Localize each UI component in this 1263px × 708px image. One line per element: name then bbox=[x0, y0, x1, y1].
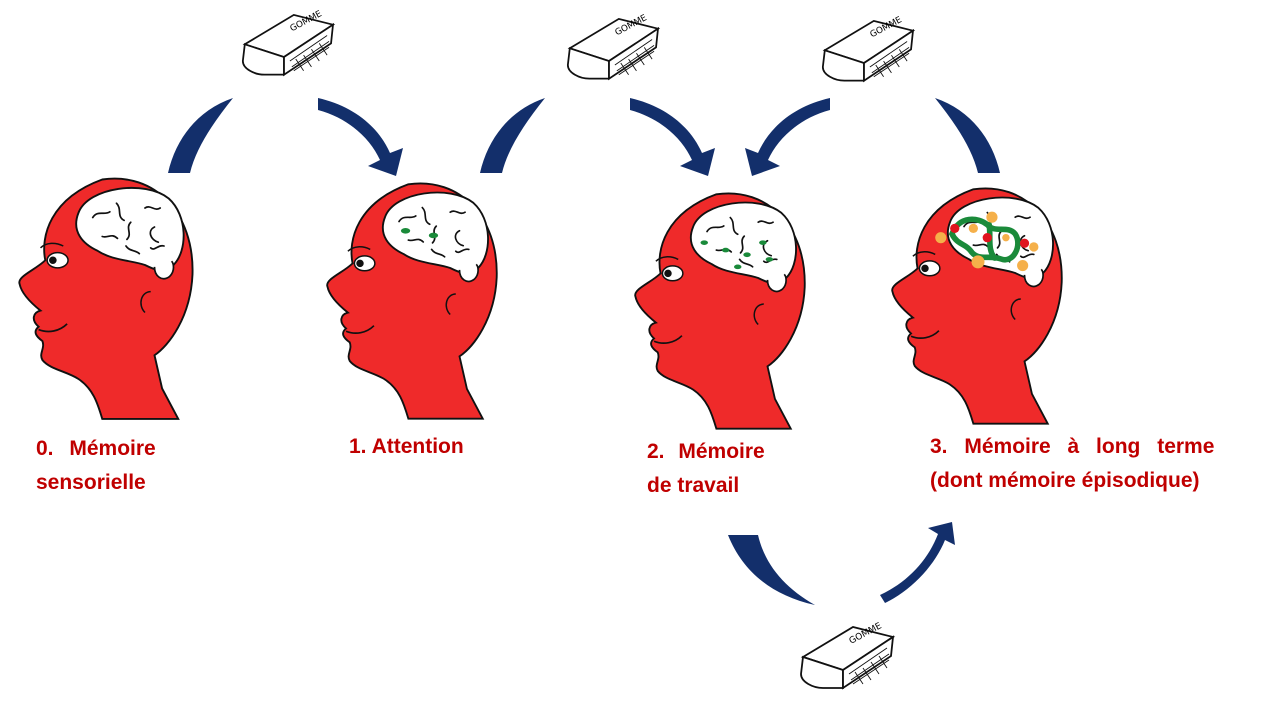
stage-label-line1: 3. Mémoire à long terme bbox=[930, 435, 1215, 458]
stage-label-long-term-memory: 3. Mémoire à long terme (dont mémoire ép… bbox=[930, 430, 1214, 498]
head-long-term-memory bbox=[891, 187, 1063, 425]
head-sensory-memory bbox=[18, 177, 194, 420]
head-working-memory bbox=[634, 192, 806, 430]
eraser-icon-4: GOMME bbox=[800, 621, 894, 689]
arrow-longterm-to-working bbox=[745, 98, 1000, 176]
eraser-icon-1: GOMME bbox=[241, 9, 334, 76]
stage-label-attention: 1. Attention bbox=[349, 430, 464, 464]
arrow-sensory-to-attention bbox=[168, 98, 403, 176]
stage-label-line1: 2. Mémoire bbox=[647, 440, 765, 463]
stage-label-line1: 0. Mémoire bbox=[36, 437, 156, 460]
stage-label-line2: (dont mémoire épisodique) bbox=[930, 469, 1200, 492]
stage-label-line1: 1. Attention bbox=[349, 435, 464, 458]
eraser-icon-3: GOMME bbox=[821, 15, 914, 82]
stage-label-line2: de travail bbox=[647, 474, 740, 497]
stage-label-sensory-memory: 0. Mémoire sensorielle bbox=[36, 432, 156, 500]
stage-label-line2: sensorielle bbox=[36, 471, 146, 494]
stage-label-working-memory: 2. Mémoire de travail bbox=[647, 435, 765, 503]
eraser-icon-2: GOMME bbox=[566, 13, 659, 80]
arrow-working-to-longterm bbox=[728, 522, 955, 605]
head-attention bbox=[326, 182, 498, 420]
arrow-attention-to-working bbox=[480, 98, 715, 176]
